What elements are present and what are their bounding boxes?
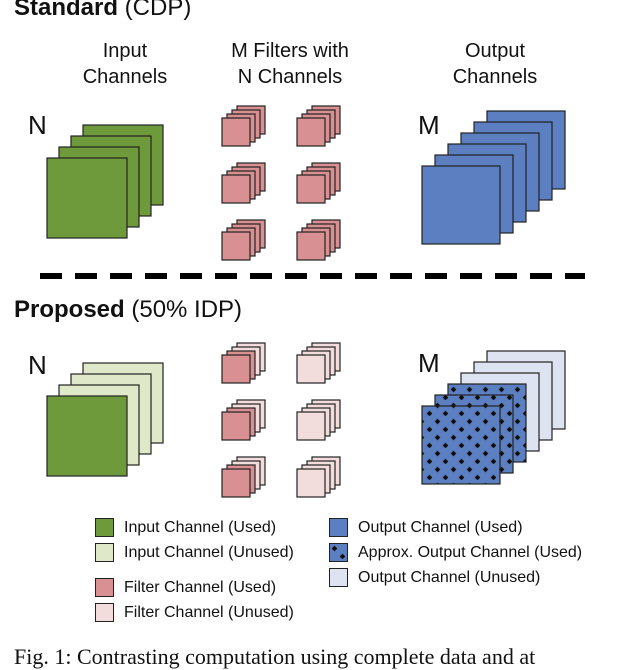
output-header-line2: Channels: [452, 66, 538, 88]
filters-header-line2: N Channels: [237, 66, 343, 88]
standard-output-stack: [421, 110, 566, 245]
legend-input-used-label: Input Channel (Used): [124, 518, 277, 536]
input-header-line1: Input: [102, 40, 148, 62]
legend-input-used: Input Channel (Used): [95, 518, 276, 537]
legend-output-approx-label: Approx. Output Channel (Used): [358, 543, 583, 561]
std-filter-r2c1-1: [221, 174, 251, 204]
legend-filter-used-label: Filter Channel (Used): [124, 578, 277, 596]
legend-output-used: Output Channel (Used): [329, 518, 523, 537]
prop-input-channel-1: [46, 395, 128, 477]
prop-output-channel-1: [421, 405, 501, 485]
prop-filter-r3c2-1: [296, 468, 326, 498]
standard-title-bold: Standard: [14, 0, 119, 21]
filters-header: M Filters with N Channels: [205, 38, 375, 90]
swatch-input-unused: [95, 543, 114, 562]
legend-filter-unused-label: Filter Channel (Unused): [124, 603, 294, 621]
prop-filter-r1c2-1: [296, 354, 326, 384]
std-filter-r2c2-1: [296, 174, 326, 204]
prop-filter-r1c1-1: [221, 354, 251, 384]
std-filter-r1c2-1: [296, 117, 326, 147]
standard-m-label: M: [418, 110, 440, 140]
proposed-filter-grid: [221, 342, 341, 498]
proposed-n-label: N: [28, 350, 47, 380]
figure-caption: Fig. 1: Contrasting computation using co…: [14, 644, 536, 669]
legend-output-unused: Output Channel (Unused): [329, 568, 540, 587]
standard-title: Standard (CDP): [14, 0, 191, 22]
proposed-output-stack: [421, 350, 566, 485]
proposed-m-label: M: [418, 348, 440, 378]
std-output-channel-1: [421, 165, 501, 245]
input-channels-header: Input Channels: [60, 38, 190, 90]
legend-output-unused-label: Output Channel (Unused): [358, 568, 541, 586]
swatch-output-used: [329, 518, 348, 537]
swatch-filter-used: [95, 578, 114, 597]
prop-filter-r2c2-1: [296, 411, 326, 441]
legend-filter-unused: Filter Channel (Unused): [95, 603, 294, 622]
legend-input-unused-label: Input Channel (Unused): [124, 543, 294, 561]
legend-input-unused: Input Channel (Unused): [95, 543, 294, 562]
standard-input-stack: [46, 124, 164, 239]
proposed-input-stack: [46, 362, 164, 477]
standard-filter-grid: [221, 105, 341, 261]
standard-n-label: N: [28, 110, 47, 140]
std-filter-r1c1-1: [221, 117, 251, 147]
output-channels-header: Output Channels: [430, 38, 560, 90]
legend-filter-used: Filter Channel (Used): [95, 578, 276, 597]
swatch-input-used: [95, 518, 114, 537]
proposed-title-bold: Proposed: [14, 296, 125, 323]
std-filter-r3c1-1: [221, 231, 251, 261]
swatch-filter-unused: [95, 603, 114, 622]
swatch-output-approx: [329, 543, 348, 562]
filters-header-line1: M Filters with: [231, 40, 349, 62]
std-filter-r3c2-1: [296, 231, 326, 261]
proposed-title: Proposed (50% IDP): [14, 296, 242, 324]
input-header-line2: Channels: [82, 66, 168, 88]
legend-output-used-label: Output Channel (Used): [358, 518, 523, 536]
prop-filter-r3c1-1: [221, 468, 251, 498]
proposed-title-rest: (50% IDP): [124, 296, 243, 323]
legend-output-approx: Approx. Output Channel (Used): [329, 543, 582, 562]
swatch-output-unused: [329, 568, 348, 587]
standard-title-rest: (CDP): [118, 0, 192, 21]
output-header-line1: Output: [464, 40, 526, 62]
std-input-channel-1: [46, 157, 128, 239]
prop-filter-r2c1-1: [221, 411, 251, 441]
diagram-graphics: [40, 105, 585, 498]
